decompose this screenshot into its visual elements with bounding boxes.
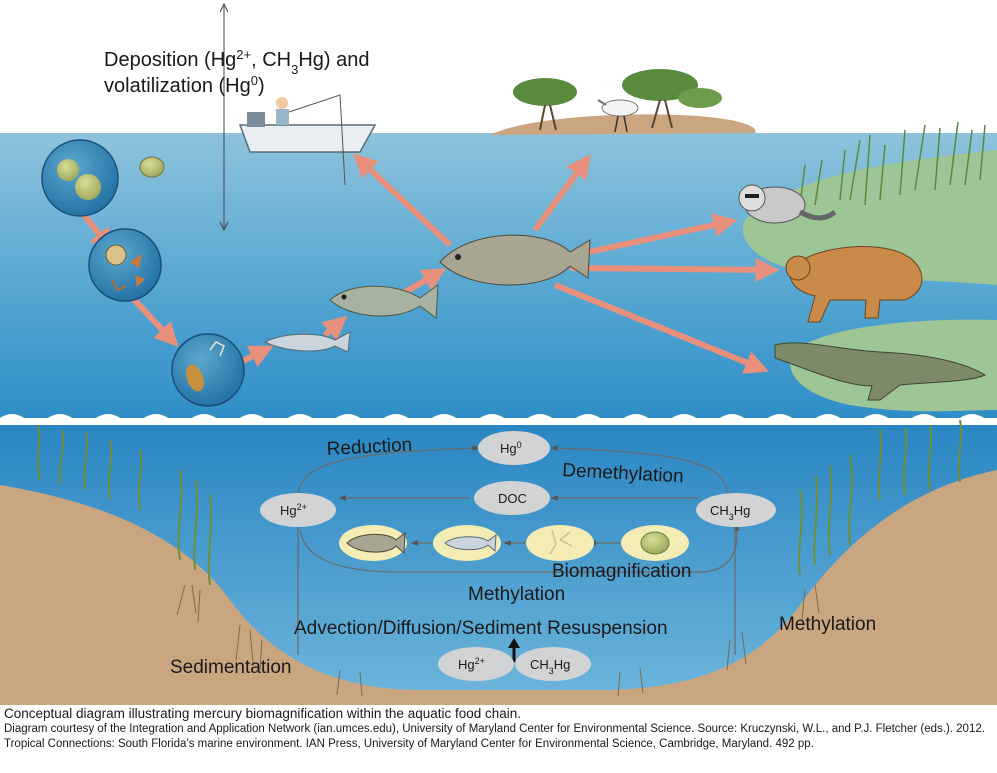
- biomag-small-fish: [433, 525, 501, 561]
- sedimentation-label: Sedimentation: [170, 657, 291, 678]
- ch3hg-sediment-label: CH3Hg: [530, 657, 570, 676]
- methylation-right-label: Methylation: [779, 614, 876, 635]
- fishing-boat: [238, 94, 377, 186]
- caption-credit: Diagram courtesy of the Integration and …: [4, 723, 985, 750]
- biomagnification-label: Biomagnification: [552, 561, 691, 582]
- crocodile: [774, 342, 987, 401]
- hg0-node: [478, 431, 550, 465]
- methylation-center-label: Methylation: [468, 584, 565, 605]
- biomag-phytoplankton: [621, 525, 689, 561]
- hg2-sediment-node: [438, 647, 514, 681]
- shoreline-right: [742, 150, 997, 285]
- mangrove-trees: [513, 69, 722, 131]
- seatrout-fish: [329, 283, 439, 319]
- reduction-label: Reduction: [326, 435, 413, 460]
- ch3hg-sediment-node: [515, 647, 591, 681]
- ch3hg-node: [696, 493, 776, 527]
- invertebrate-bubble: [171, 333, 245, 407]
- deposition-label-line1: Deposition (Hg2+, CH3Hg) and: [104, 47, 370, 77]
- panther: [785, 246, 923, 323]
- anchovy-fish: [263, 331, 351, 353]
- algae-cell: [139, 156, 165, 178]
- sediment-roots: [176, 584, 820, 697]
- caption: Conceptual diagram illustrating mercury …: [4, 706, 994, 752]
- seagrass-right: [798, 419, 963, 576]
- advection-label: Advection/Diffusion/Sediment Resuspensio…: [294, 618, 668, 639]
- wading-bird: [597, 99, 639, 133]
- hg0-label: Hg0: [500, 440, 522, 456]
- snook-fish: [439, 234, 591, 286]
- reeds: [799, 121, 986, 206]
- raccoon: [738, 184, 837, 224]
- seagrass-left: [37, 424, 213, 586]
- mercury-food-chain-diagram: Deposition (Hg2+, CH3Hg) and volatilizat…: [0, 2, 997, 705]
- ch3hg-label: CH3Hg: [710, 503, 750, 522]
- doc-label: DOC: [498, 491, 527, 506]
- sediment-bed: [0, 470, 997, 705]
- biomag-zooplankton: [526, 525, 594, 561]
- phytoplankton-bubble: [41, 139, 119, 217]
- mangrove-island: [490, 114, 756, 135]
- zooplankton-bubble: [88, 228, 162, 302]
- hg2-node: [260, 493, 336, 527]
- caption-title: Conceptual diagram illustrating mercury …: [4, 706, 522, 721]
- cycle-lines: [297, 445, 740, 655]
- doc-node: [474, 481, 550, 515]
- deposition-label-line2: volatilization (Hg0): [104, 73, 265, 98]
- biomag-large-fish: [339, 525, 407, 561]
